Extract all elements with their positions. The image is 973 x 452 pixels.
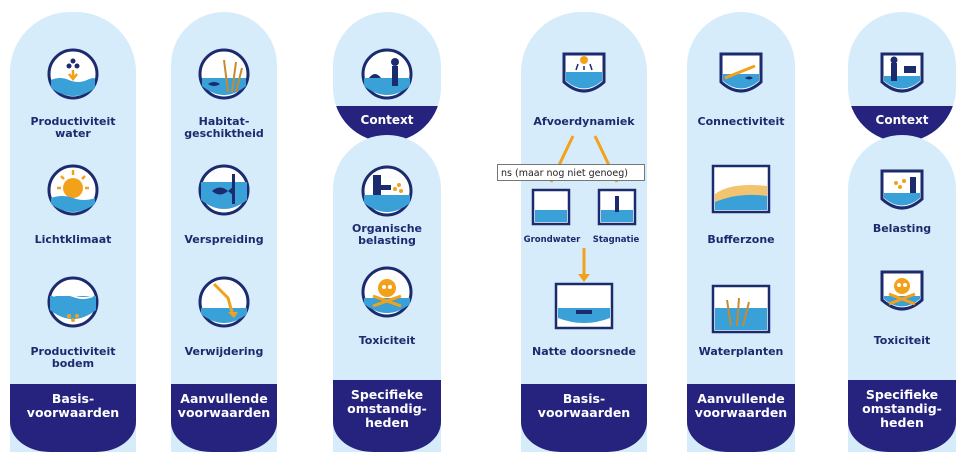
- pipe-discharge-icon: [361, 165, 413, 217]
- label-waterplanten: Waterplanten: [698, 345, 784, 358]
- right-basis-column: Afvoerdynamiek Grondwater Stagnatie Natt…: [521, 12, 647, 452]
- wet-cross-section-icon: [554, 282, 614, 330]
- discharge-dynamics-icon: [562, 52, 606, 93]
- label-verwijdering: Verwijdering: [184, 345, 264, 358]
- label-toxiciteit-left: Toxiciteit: [358, 334, 416, 347]
- label-grondwater: Grondwater: [523, 235, 581, 245]
- footer-basisvoorwaarden-right: Basis- voorwaarden: [521, 384, 647, 452]
- footer-specifieke-omstandigheden-right: Specifieke omstandig- heden: [848, 380, 956, 452]
- label-lichtklimaat: Lichtklimaat: [34, 233, 112, 246]
- left-aanvullend-column: Habitat- geschiktheid Verspreiding Verwi…: [171, 12, 277, 452]
- excavator-icon: [198, 276, 250, 328]
- footer-basisvoorwaarden-left: Basis- voorwaarden: [10, 384, 136, 452]
- footer-aanvullende-voorwaarden-left: Aanvullende voorwaarden: [171, 384, 277, 452]
- label-productiviteit-water: Productiviteit water: [30, 115, 116, 140]
- right-context-card: Context: [848, 12, 956, 142]
- label-belasting: Belasting: [872, 222, 932, 235]
- footer-specifieke-omstandigheden-left: Specifieke omstandig- heden: [333, 380, 441, 452]
- label-stagnatie: Stagnatie: [592, 235, 640, 245]
- buffer-zone-icon: [711, 164, 771, 214]
- left-basis-column: Productiviteit water Lichtklimaat Produc…: [10, 12, 136, 452]
- skull-icon: [361, 266, 413, 318]
- stagnation-icon: [597, 188, 637, 226]
- label-bufferzone: Bufferzone: [707, 233, 775, 246]
- productivity-water-icon: [47, 48, 99, 100]
- habitat-icon: [198, 48, 250, 100]
- left-context-card: Context: [333, 12, 441, 142]
- right-aanvullend-column: Connectiviteit Bufferzone Waterplanten A…: [687, 12, 795, 452]
- label-toxiciteit-right: Toxiciteit: [873, 334, 931, 347]
- label-organische-belasting: Organische belasting: [351, 222, 423, 247]
- productivity-bed-icon: [47, 276, 99, 328]
- right-specifiek-column: Belasting Toxiciteit Specifieke omstandi…: [848, 135, 956, 452]
- water-plants-icon: [711, 284, 771, 334]
- sun-icon: [47, 164, 99, 216]
- groundwater-icon: [531, 188, 571, 226]
- tooltip: ns (maar nog niet genoeg): [497, 164, 645, 181]
- label-productiviteit-bodem: Productiviteit bodem: [30, 345, 116, 370]
- label-habitat-geschiktheid: Habitat- geschiktheid: [184, 115, 264, 140]
- skull-icon: [880, 270, 924, 311]
- label-natte-doorsnede: Natte doorsnede: [531, 345, 637, 358]
- left-specifiek-column: Organische belasting Toxiciteit Specifie…: [333, 135, 441, 452]
- footer-aanvullende-voorwaarden-right: Aanvullende voorwaarden: [687, 384, 795, 452]
- label-verspreiding: Verspreiding: [184, 233, 264, 246]
- label-connectiviteit: Connectiviteit: [697, 115, 785, 128]
- fish-icon: [198, 164, 250, 216]
- person-landscape-icon: [361, 48, 413, 100]
- load-icon: [880, 169, 924, 210]
- label-afvoerdynamiek: Afvoerdynamiek: [533, 115, 635, 128]
- person-cow-icon: [880, 52, 924, 93]
- connectivity-icon: [719, 52, 763, 93]
